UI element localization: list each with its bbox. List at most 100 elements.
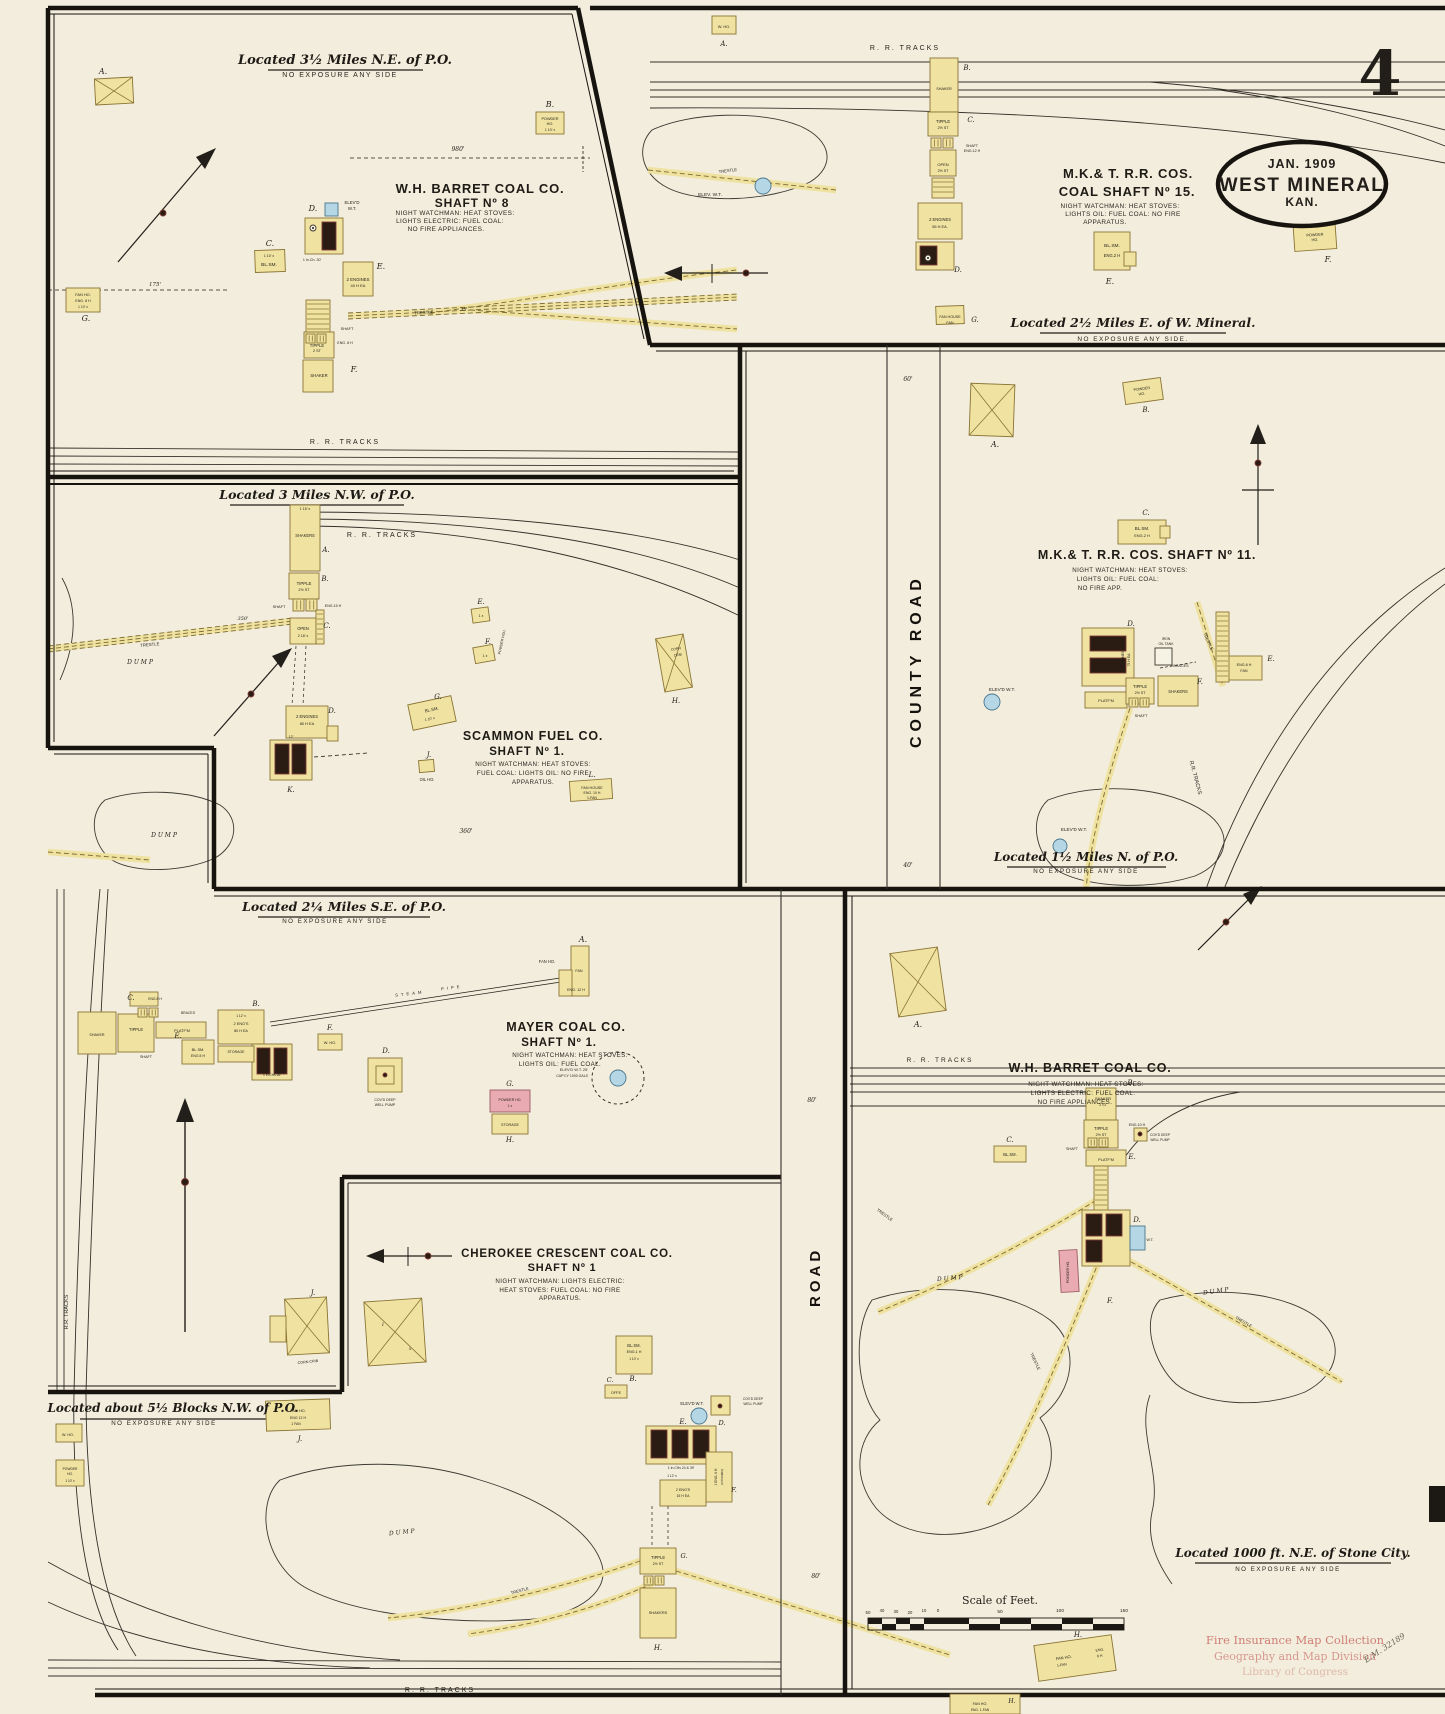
building <box>917 202 963 240</box>
building <box>1129 1225 1146 1251</box>
building <box>148 1007 159 1018</box>
map-label: A. <box>913 1020 922 1029</box>
map-label: 2½ ST <box>298 588 310 592</box>
map-label: W. HO. <box>62 1433 74 1437</box>
oval-state: KAN. <box>1285 195 1318 209</box>
map-label: 30 <box>894 1609 899 1614</box>
building <box>639 1587 677 1639</box>
map-label: FAN <box>1240 669 1248 673</box>
map-label: OIL HO. <box>420 777 435 782</box>
building <box>129 991 159 1007</box>
map-label: 2 ENG'S <box>676 1488 691 1492</box>
map-label: ELEV'D W.T. 25' <box>560 1067 589 1072</box>
map-label: FAN HO. <box>539 959 555 964</box>
map-label: J. <box>296 1435 303 1443</box>
building <box>305 333 316 344</box>
p6-exposure: NO EXPOSURE ANY SIDE <box>111 1420 217 1427</box>
map-label: OPEN <box>297 626 309 631</box>
building <box>1159 525 1171 539</box>
map-label: 1 10' x <box>65 1479 75 1483</box>
map-label: POWDER HO. <box>499 1098 522 1102</box>
building <box>181 1039 215 1065</box>
map-label: A. <box>321 546 329 554</box>
railroad-track <box>1223 583 1445 890</box>
p6-shaft: SHAFT Nº 1 <box>528 1262 597 1274</box>
railroad-track <box>47 447 741 453</box>
map-label: PIPE <box>441 984 463 992</box>
pond-outline <box>1149 1291 1336 1404</box>
building <box>568 778 614 802</box>
map-label: TRESTLE <box>140 641 160 648</box>
p5-located: Located 2¼ Miles S.E. of P.O. <box>241 899 446 914</box>
map-label: FAN HOUSE <box>939 315 961 319</box>
map-label: SHAFT <box>1066 1147 1079 1151</box>
map-label: SHAFT <box>273 604 286 609</box>
p1-note-1: NIGHT WATCHMAN: HEAT STOVES: <box>395 210 514 217</box>
map-label: 1 ENG. 6 H <box>714 1468 718 1485</box>
map-label: 20 <box>908 1610 913 1615</box>
map-label: STORAGE <box>227 1050 245 1054</box>
map-dot <box>247 690 255 698</box>
map-label: D. <box>717 1419 725 1427</box>
railroad-track <box>877 1195 1104 1313</box>
map-label: E. <box>173 1032 181 1040</box>
building <box>1085 1239 1103 1263</box>
map-label: STORAGE <box>501 1123 520 1127</box>
map-label: 12' <box>289 735 294 739</box>
map-label: 2½ ST <box>938 126 950 130</box>
map-label: 1 12' x <box>236 1014 246 1018</box>
map-label: ENG.10 H <box>1129 1123 1146 1127</box>
building <box>868 1618 882 1624</box>
map-line <box>302 645 307 706</box>
map-label: SHAKER <box>89 1033 105 1037</box>
map-label: R. R. TRACKS <box>907 1057 974 1064</box>
p4-title: M.K.& T. R.R. COS. SHAFT Nº 11. <box>1038 548 1256 562</box>
map-label: OFF'E <box>611 1391 622 1395</box>
map-label: ENG.1 H <box>627 1350 642 1354</box>
railroad-track <box>47 1659 782 1663</box>
water-tank <box>609 1069 627 1087</box>
railroad-track <box>649 107 1445 164</box>
map-dot <box>742 269 750 277</box>
pond-outline <box>59 577 74 681</box>
map-dot <box>717 1403 723 1409</box>
railroad-track <box>47 1561 401 1661</box>
building <box>1085 1213 1103 1237</box>
water-tank <box>983 693 1001 711</box>
building <box>418 758 435 774</box>
map-label: TIPPLE <box>651 1555 665 1560</box>
building <box>1122 376 1164 406</box>
map-label: C. <box>266 239 274 248</box>
building <box>291 743 307 775</box>
pond-outline <box>1145 1394 1173 1585</box>
map-label: CORN CRIB <box>297 1359 319 1365</box>
building <box>217 1009 265 1045</box>
map-label: SHAFT <box>341 326 354 331</box>
map-label: CORN <box>671 646 682 652</box>
railroad-track <box>387 1560 641 1619</box>
map-label: 1 15' x <box>300 507 311 511</box>
map-label: D. <box>1132 1216 1141 1224</box>
map-label: 10 <box>922 1608 927 1613</box>
building <box>889 946 947 1018</box>
map-label: G. <box>680 1552 687 1560</box>
map-label: R. R. TRACKS <box>347 532 417 539</box>
railroad-track <box>47 1667 782 1670</box>
building <box>254 249 286 273</box>
p7-note-1: NIGHT WATCHMAN: HEAT STOVES: <box>1028 1081 1144 1088</box>
railroad-track <box>469 309 738 330</box>
building <box>1429 1486 1445 1522</box>
map-label: B. <box>251 1000 259 1008</box>
map-label: HO. <box>1311 238 1318 242</box>
map-label: PLATF'M <box>1098 698 1114 703</box>
map-label: FAN <box>946 321 954 325</box>
building <box>659 1479 707 1507</box>
map-label: G. <box>82 314 91 323</box>
map-label: 1 x <box>479 614 484 618</box>
p5-shaft: SHAFT Nº 1. <box>521 1037 597 1049</box>
p3-note-1: NIGHT WATCHMAN: HEAT STOVES: <box>475 761 591 768</box>
p1-shaft: SHAFT Nº 8 <box>435 196 509 210</box>
building <box>604 1384 628 1399</box>
map-label: 150 <box>1120 1608 1128 1614</box>
